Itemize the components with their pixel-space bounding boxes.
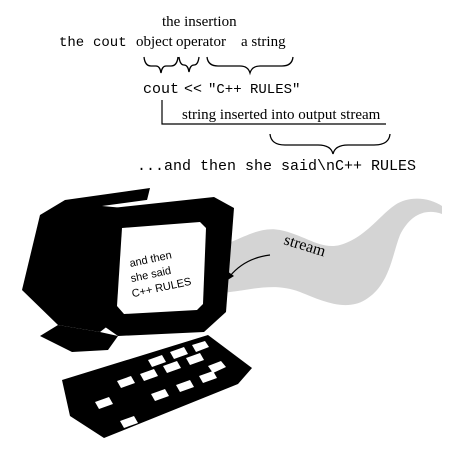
insertion-operator-label-line2: operator	[176, 34, 226, 50]
output-brace-icon	[269, 133, 391, 155]
cout-word-label: cout	[93, 35, 127, 51]
code-cout: cout	[143, 81, 179, 98]
inserted-caption: string inserted into output stream	[182, 107, 381, 123]
code-string-literal: "C++ RULES"	[208, 82, 300, 98]
insertion-operator-label-line1: the insertion	[162, 14, 237, 30]
keyboard-icon	[62, 335, 252, 438]
stream-arrow-icon	[229, 254, 271, 277]
computer-monitor-icon	[22, 188, 234, 352]
string-brace-icon	[206, 56, 294, 76]
cout-brace-icon	[143, 56, 179, 74]
connector-line	[161, 100, 386, 125]
stream-wave-icon	[200, 198, 442, 306]
output-stream-text: ...and then she said\nC++ RULES	[137, 158, 416, 175]
operator-brace-icon	[178, 56, 200, 73]
object-word-label: object	[136, 34, 173, 50]
code-operator: <<	[184, 81, 202, 98]
the-prefix-label: the	[59, 35, 84, 51]
a-string-label: a string	[241, 34, 286, 50]
